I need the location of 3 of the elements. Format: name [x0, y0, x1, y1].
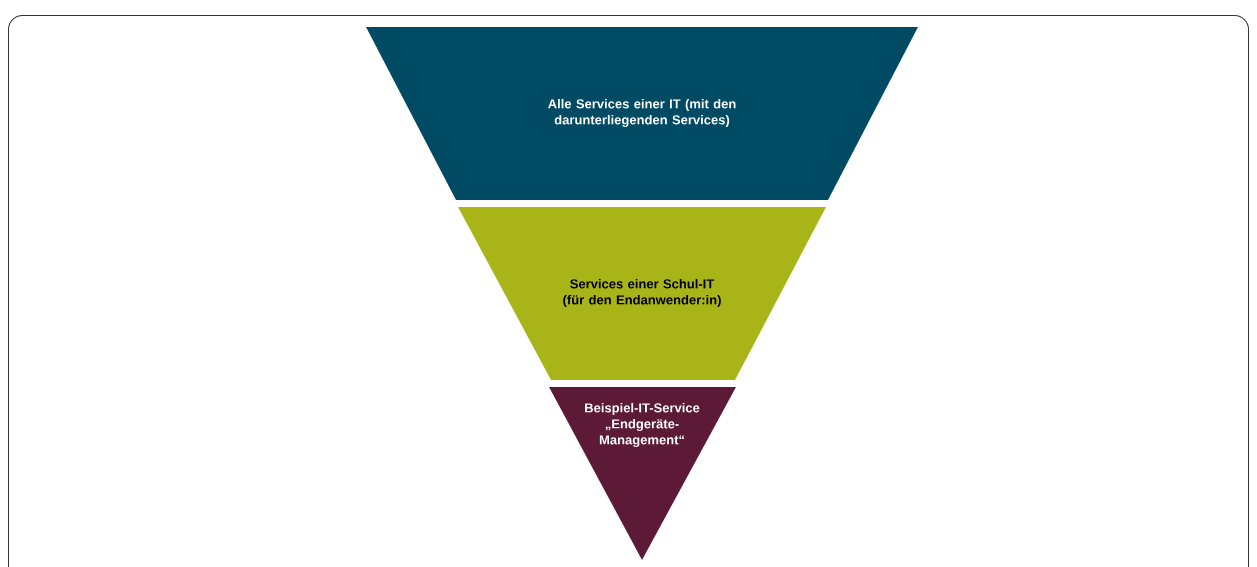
funnel-segment: Services einer Schul-IT (für den Endanwender:in) — [458, 207, 826, 380]
funnel-segment: Alle Services einer IT (mit den darunterliegenden Services) — [366, 27, 918, 200]
funnel-segment: Beispiel-IT-Service „Endgeräte-Management“ — [549, 387, 736, 560]
